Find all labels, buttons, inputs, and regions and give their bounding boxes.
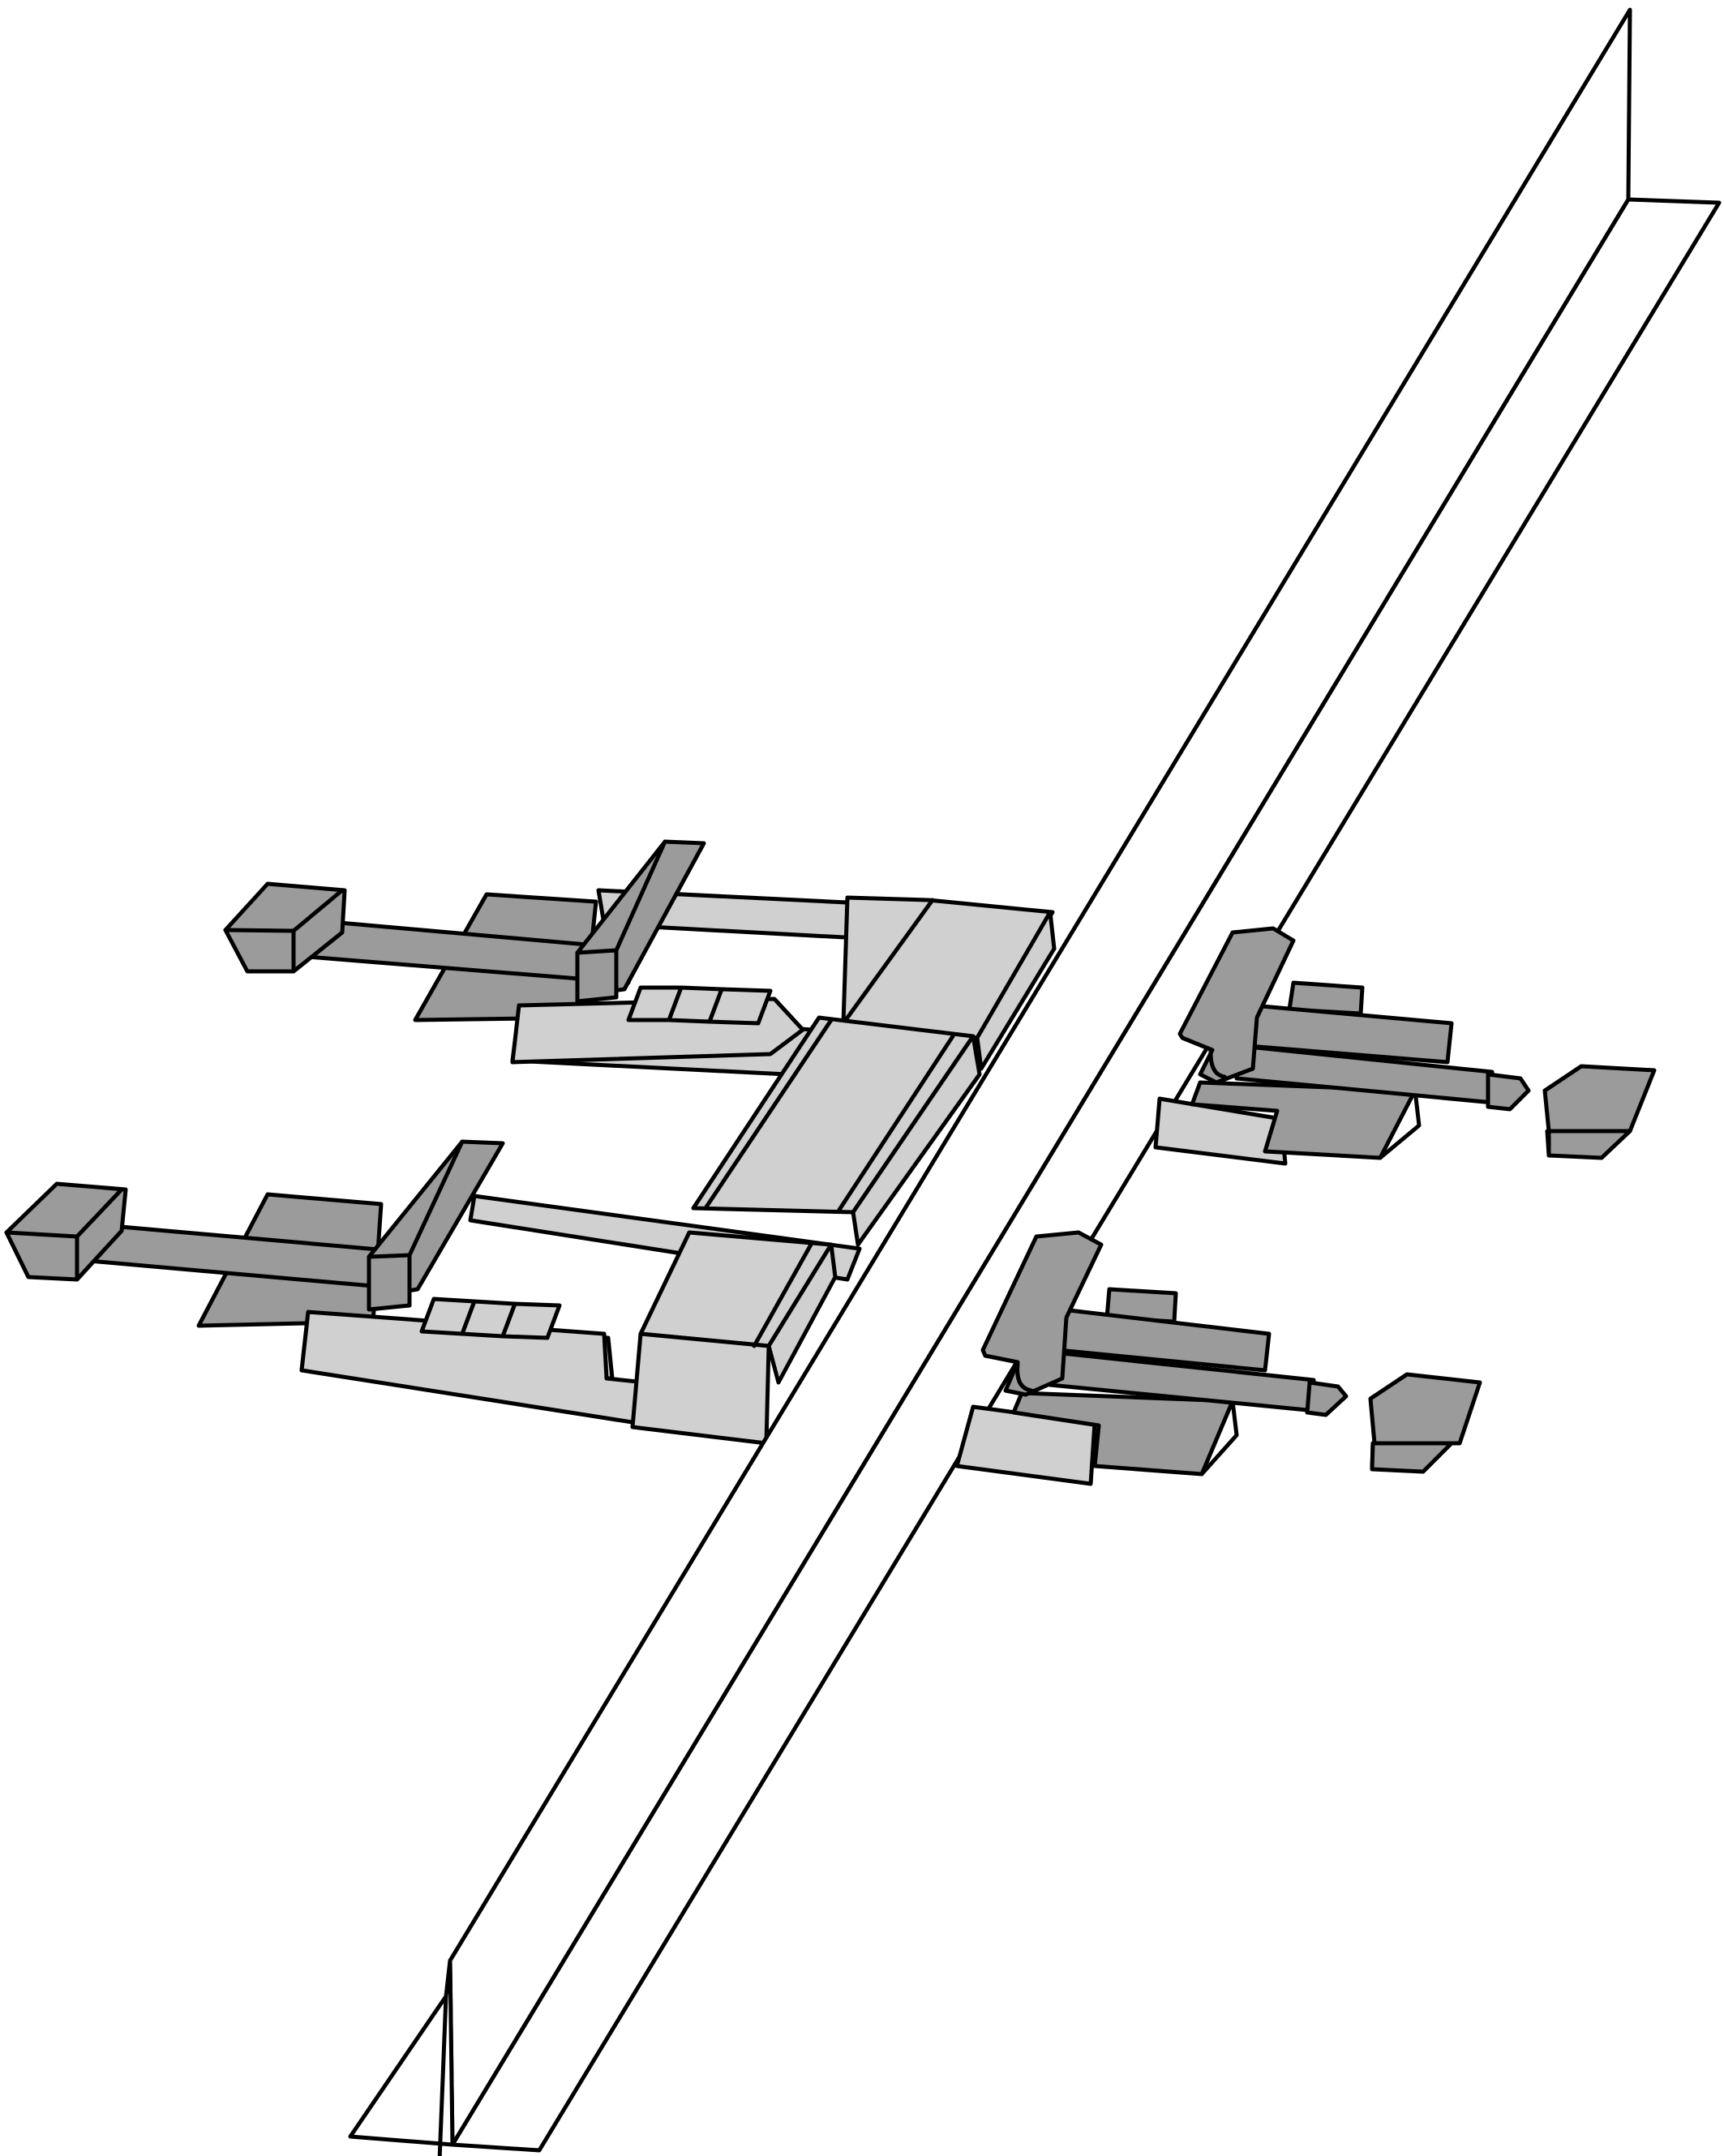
upper-right-stop <box>1486 1072 1531 1112</box>
upper-right-clamp-jaw <box>1177 926 1296 1085</box>
lower-left-arm <box>4 1139 862 1446</box>
lower-clamp-jaw-face <box>367 1253 412 1312</box>
lower-plunger-head <box>4 1181 128 1282</box>
rail-right-face <box>450 197 1722 2153</box>
upper-right-plunger-head <box>1542 1064 1657 1134</box>
lower-right-plunger-foot <box>1370 1441 1454 1474</box>
lower-right-plunger-head <box>1368 1372 1482 1446</box>
upper-right-arm <box>1153 926 1657 1166</box>
upper-rack-teeth <box>626 985 773 1026</box>
lower-right-stop <box>1305 1380 1349 1417</box>
lower-carrier-front <box>630 1331 771 1446</box>
guide-rail <box>348 7 1722 2156</box>
rail-end-cap <box>348 1958 455 2147</box>
lower-right-clamp-jaw <box>980 1230 1104 1397</box>
upper-clamp-jaw-face <box>575 948 619 1004</box>
upper-plunger-head <box>223 881 347 974</box>
lower-carrier-side <box>766 1242 838 1385</box>
upper-right-plunger-foot <box>1546 1129 1632 1160</box>
left-assembly <box>4 839 1057 1446</box>
central-bridge-side <box>851 1034 982 1247</box>
lower-rack-teeth <box>419 1297 562 1340</box>
upper-carrier-side <box>975 910 1057 1071</box>
upper-right-base-plate <box>1153 1096 1288 1166</box>
upper-left-arm <box>223 839 1057 1081</box>
lower-right-arm <box>954 1230 1482 1486</box>
right-assembly <box>954 926 1657 1486</box>
